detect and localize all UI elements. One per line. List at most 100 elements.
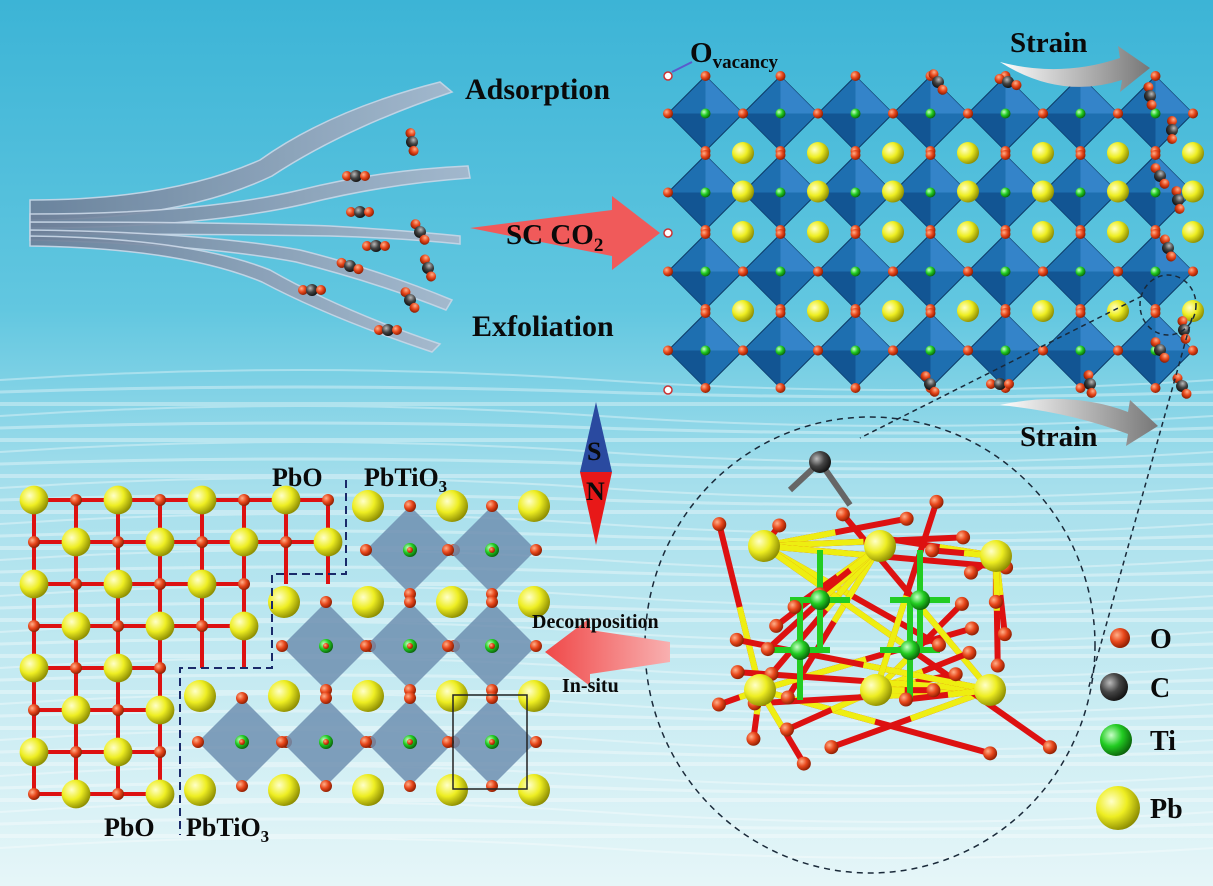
pb-atom [145, 779, 175, 809]
o-atom [298, 285, 308, 295]
zoom-source-circle [1139, 274, 1197, 336]
o-atom [850, 71, 861, 81]
ti-atom [700, 108, 711, 119]
c-atom [382, 324, 394, 336]
o-atom [772, 518, 787, 533]
o-atom [769, 618, 784, 633]
ti-atom [1075, 187, 1086, 198]
pb-atom [732, 300, 754, 322]
zoom-line-right [1087, 317, 1193, 691]
o-atom [738, 266, 748, 277]
o-atom [1113, 345, 1123, 356]
pb-atom [882, 180, 904, 203]
o-atom [360, 171, 370, 181]
octahedron-face [1005, 234, 1043, 272]
o-atom [1150, 308, 1161, 318]
o-atom [712, 517, 727, 532]
o-atom [374, 325, 384, 335]
pb-atom [268, 774, 300, 806]
o-atom [192, 736, 204, 748]
co2-molecule [920, 371, 940, 397]
pb-atom [352, 586, 384, 618]
pb-atom [103, 653, 133, 683]
o-atom [362, 241, 372, 251]
label-pbtio3-top: PbTiO3 [364, 463, 447, 496]
pb-atom [145, 527, 175, 557]
o-atom [760, 642, 775, 657]
o-atom [700, 71, 711, 81]
c-atom [1172, 194, 1184, 206]
o-atom [28, 536, 40, 548]
o-atom [963, 565, 978, 580]
ti-atom [1000, 266, 1011, 277]
pb-atom [229, 527, 259, 557]
o-atom [489, 643, 495, 649]
octahedron-face [855, 155, 893, 193]
o-atom [1075, 308, 1086, 318]
octahedron-face [968, 350, 1006, 388]
o-atom [746, 731, 761, 746]
pb-atom [313, 527, 343, 557]
octahedron-face [968, 271, 1006, 309]
o-atom [28, 704, 40, 716]
o-atom [1143, 82, 1154, 93]
pb-atom [352, 774, 384, 806]
legend-label-c: C [1150, 673, 1170, 704]
octahedron-face [668, 113, 706, 151]
ti-atom [775, 187, 786, 198]
pb-atom [807, 142, 829, 164]
o-atom [775, 229, 786, 239]
ti-atom [910, 590, 930, 610]
ti-atom [1075, 108, 1086, 119]
o-atom [663, 345, 673, 356]
c-atom [414, 226, 426, 238]
o-atom [409, 302, 420, 313]
co2-molecule [362, 240, 390, 252]
o-atom [442, 640, 454, 652]
c-atom [1176, 380, 1188, 392]
o-atom [346, 207, 356, 217]
o-atom [323, 643, 329, 649]
octahedron-face [893, 113, 931, 151]
o-atom [888, 345, 898, 356]
octahedron-face [930, 313, 968, 351]
pb-atom [744, 674, 776, 706]
o-atom [899, 511, 914, 526]
o-atom [1075, 150, 1086, 160]
co2-molecule [410, 219, 430, 245]
pb-atom [187, 569, 217, 599]
octahedron-face [780, 155, 818, 193]
o-atom [154, 746, 166, 758]
o-atom [1188, 266, 1198, 277]
o-atom [983, 746, 998, 761]
co2-molecule [1171, 186, 1185, 214]
pb-atom [103, 569, 133, 599]
pb-atom [1107, 180, 1129, 203]
zoom-line-left [859, 295, 1143, 439]
o-atom [796, 756, 811, 771]
c-atom [344, 260, 356, 272]
c-atom [404, 294, 416, 306]
label-adsorption: Adsorption [465, 73, 610, 106]
o-atom [711, 697, 726, 712]
octahedron-face [930, 155, 968, 193]
nanosheet [29, 221, 461, 245]
c-atom [1100, 673, 1128, 701]
pb-atom [732, 142, 754, 164]
ti-atom [925, 266, 936, 277]
pb-atom [187, 485, 217, 515]
o-atom [700, 229, 711, 239]
o-atom [154, 662, 166, 674]
ti-atom [850, 187, 861, 198]
c-atom [1162, 242, 1174, 254]
caustic-line [0, 817, 1213, 831]
octahedron-face [818, 271, 856, 309]
pb-o-bond [914, 600, 993, 692]
octahedron-face [668, 192, 706, 230]
compass-label-s: S [587, 437, 601, 466]
pb-atom [61, 779, 91, 809]
ti-atom [850, 108, 861, 119]
caustic-line [0, 549, 1213, 571]
o-atom [700, 308, 711, 318]
